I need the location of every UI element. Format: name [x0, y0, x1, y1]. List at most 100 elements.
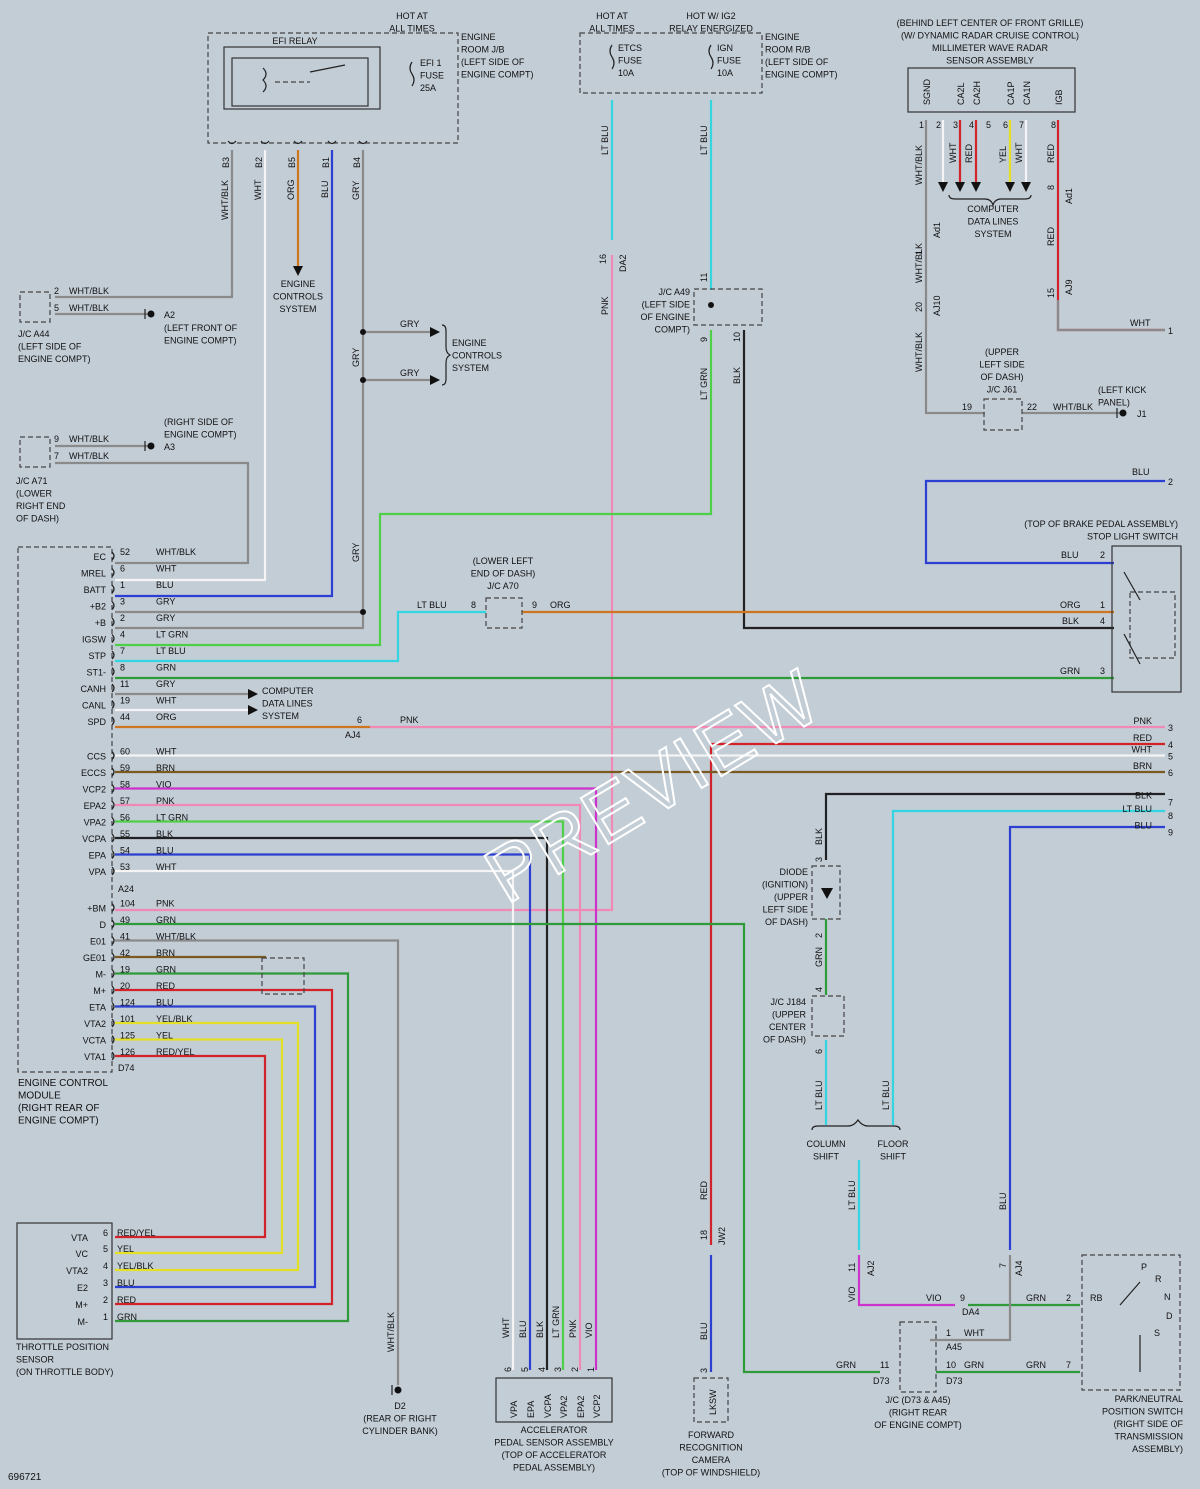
- accel-wire-color: BLK: [535, 1321, 545, 1338]
- radar-name: MILLIMETER WAVE RADAR: [932, 43, 1049, 53]
- jc-a71-label: OF DASH): [16, 514, 59, 524]
- efi-pin-b5: B5: [287, 157, 297, 168]
- text-label: GRY: [351, 543, 361, 562]
- pnp-pos-p: P: [1141, 1262, 1147, 1272]
- wire-igsw: [115, 330, 713, 647]
- text-label: 5: [1168, 752, 1173, 762]
- ecm-label: ENGINE CONTROL: [18, 1078, 108, 1089]
- ecm-wire-color: BLU: [156, 580, 174, 590]
- accel-label: (TOP OF ACCELERATOR: [502, 1450, 607, 1460]
- text-label: 9: [532, 600, 537, 610]
- text-label: GRY: [351, 181, 361, 200]
- ecm-connector-a24: A24: [118, 884, 134, 894]
- text-label: 6: [357, 715, 362, 725]
- etcs-hot-label: HOT AT: [596, 11, 628, 21]
- floor-shift-label: SHIFT: [880, 1152, 907, 1162]
- ecm-wire-color: LT GRN: [156, 630, 188, 640]
- data-line-arrow: [1021, 182, 1031, 192]
- radar-pin-num: 5: [986, 120, 991, 130]
- text-label: 6: [814, 1049, 824, 1054]
- radar-name: SENSOR ASSEMBLY: [946, 56, 1034, 66]
- text-label: 8: [471, 600, 476, 610]
- ecm-pin-num: 3: [120, 597, 125, 607]
- connector-icon: [111, 952, 115, 962]
- ecm-pin-num: 126: [120, 1047, 135, 1057]
- pnp-label: ASSEMBLY): [1132, 1444, 1183, 1454]
- etcs-hot-label: ALL TIMES: [589, 24, 635, 34]
- text-label: ORG: [550, 600, 571, 610]
- connector-icon: [111, 866, 115, 876]
- pnp-contact-icon: [1119, 1281, 1141, 1306]
- ecm-data-lines: COMPUTER: [262, 686, 314, 696]
- text-label: 4: [103, 1261, 108, 1271]
- ecm-pin-num: 49: [120, 915, 130, 925]
- ecm-wire-color: WHT: [156, 862, 177, 872]
- ecm-pin-num: 2: [120, 613, 125, 623]
- text-label: BLU: [320, 180, 330, 198]
- ecm-wire-color: WHT: [156, 696, 177, 706]
- ecm-wire-color: WHT: [156, 564, 177, 574]
- text-label: 1: [946, 1328, 951, 1338]
- pnp-pos-r: R: [1155, 1274, 1162, 1284]
- jc-j61-label: OF DASH): [980, 372, 1023, 382]
- text-label: GRN: [1060, 666, 1080, 676]
- splice-dot: [360, 377, 366, 383]
- text-label: LT BLU: [814, 1080, 824, 1110]
- connector-icon: [111, 751, 115, 760]
- ecm-pin-ccs: CCS: [87, 752, 106, 762]
- jc-d73-label: OF ENGINE COMPT): [874, 1420, 962, 1430]
- connector-icon: [111, 903, 115, 912]
- engine-controls-arrow: [293, 266, 303, 276]
- ecm-pin-num: 53: [120, 862, 130, 872]
- tps-pin-e2: E2: [77, 1283, 88, 1293]
- wire-igb-wht: [1056, 300, 1165, 332]
- wire-b3: [55, 150, 234, 299]
- text-label: RED: [699, 1180, 709, 1200]
- text-label: JW2: [717, 1227, 727, 1245]
- text-label: 18: [699, 1230, 709, 1240]
- radar-data-lines: DATA LINES: [968, 217, 1019, 227]
- efi-location: ENGINE: [461, 32, 496, 42]
- text-label: 6: [1168, 768, 1173, 778]
- efi-relay-title: EFI RELAY: [272, 36, 317, 46]
- text-label: PNK: [600, 296, 610, 315]
- ecm-pin-+b2: +B2: [90, 602, 106, 612]
- connector-icon: [358, 140, 368, 145]
- engine-controls-label-2: ENGINE: [452, 338, 487, 348]
- text-label: GRY: [400, 368, 419, 378]
- jc-a70: [485, 597, 523, 629]
- accel-wire-color: BLU: [518, 1320, 528, 1338]
- accel-box: [495, 1377, 613, 1423]
- text-label: PNK: [400, 715, 419, 725]
- pnp-label: PARK/NEUTRAL: [1115, 1394, 1183, 1404]
- ecm-pin-num: 125: [120, 1031, 135, 1041]
- ecm-pin-canl: CANL: [82, 701, 106, 711]
- tps-pin-m+: M+: [75, 1300, 88, 1310]
- radar-pin-ca2l: CA2L: [956, 82, 966, 105]
- wire-b1-batt: [115, 150, 334, 598]
- ecm-wire-color: GRN: [156, 663, 176, 673]
- wire-accel-3: [115, 820, 565, 1370]
- a2-location: ENGINE COMPT): [164, 336, 237, 346]
- engine-controls-label: ENGINE: [281, 279, 316, 289]
- rb-location: ENGINE: [765, 32, 800, 42]
- ecm-pin-vta1: VTA1: [84, 1052, 106, 1062]
- a3-location: ENGINE COMPT): [164, 430, 237, 440]
- wire-floor-ltblu: [891, 809, 1165, 1125]
- text-label: 1: [1100, 600, 1105, 610]
- radar-title: (W/ DYNAMIC RADAR CRUISE CONTROL): [901, 31, 1079, 41]
- efi-relay-inner: [231, 57, 369, 107]
- tps-wire-color: RED/YEL: [117, 1228, 156, 1238]
- text-label: WHT/BLK: [69, 303, 109, 313]
- wire-radar-sgnd: [924, 120, 985, 415]
- text-label: LT BLU: [600, 125, 610, 155]
- connector-icon: [111, 584, 115, 594]
- text-label: GRY: [351, 348, 361, 367]
- a3-ground-icon: [147, 442, 155, 450]
- text-label: 10: [732, 332, 742, 342]
- right-bus-color: RED: [1133, 733, 1153, 743]
- jc-a70-label: END OF DASH): [471, 569, 536, 579]
- arrow-right-icon: [248, 705, 258, 715]
- ecm-wire-color: LT GRN: [156, 813, 188, 823]
- ecm-pin-epa2: EPA2: [84, 801, 106, 811]
